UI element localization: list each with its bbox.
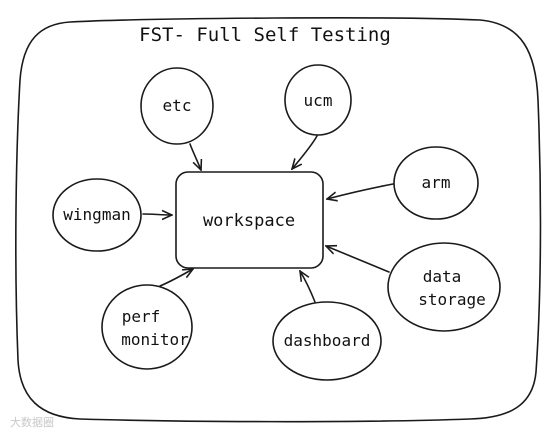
- node-wingman: [52, 178, 142, 252]
- node-dashboard: [272, 301, 382, 381]
- arrow-arm-to-workspace: [327, 183, 394, 199]
- arrow-data-storage-to-workspace: [326, 246, 390, 273]
- node-dashboard-label: dashboard: [284, 331, 371, 350]
- node-arm: [393, 146, 479, 220]
- arrow-ucm-to-workspace: [292, 135, 318, 169]
- node-data-storage: [387, 242, 501, 332]
- node-wingman-label: wingman: [63, 205, 130, 224]
- node-data-storage-line1: data: [423, 267, 462, 286]
- diagram-title: FST- Full Self Testing: [139, 24, 391, 46]
- node-perf-monitor-line2: monitor: [121, 330, 189, 349]
- workspace-box: [175, 171, 324, 269]
- watermark: 大数据圈: [10, 415, 54, 429]
- node-ucm: [284, 64, 352, 136]
- workspace-label: workspace: [203, 211, 295, 231]
- arrow-dashboard-to-workspace: [300, 271, 316, 303]
- node-arm-label: arm: [422, 173, 451, 192]
- node-ucm-label: ucm: [304, 91, 333, 110]
- outer-frame: [15, 17, 542, 423]
- node-etc: [140, 67, 214, 145]
- arrow-wingman-to-workspace: [142, 214, 172, 215]
- arrow-etc-to-workspace: [189, 143, 201, 170]
- arrow-perf-monitor-to-workspace: [159, 269, 193, 287]
- node-data-storage-line2: storage: [418, 290, 485, 309]
- node-perf-monitor-line1: perf: [122, 307, 161, 326]
- node-etc-label: etc: [163, 96, 192, 115]
- node-perf-monitor: [101, 284, 193, 370]
